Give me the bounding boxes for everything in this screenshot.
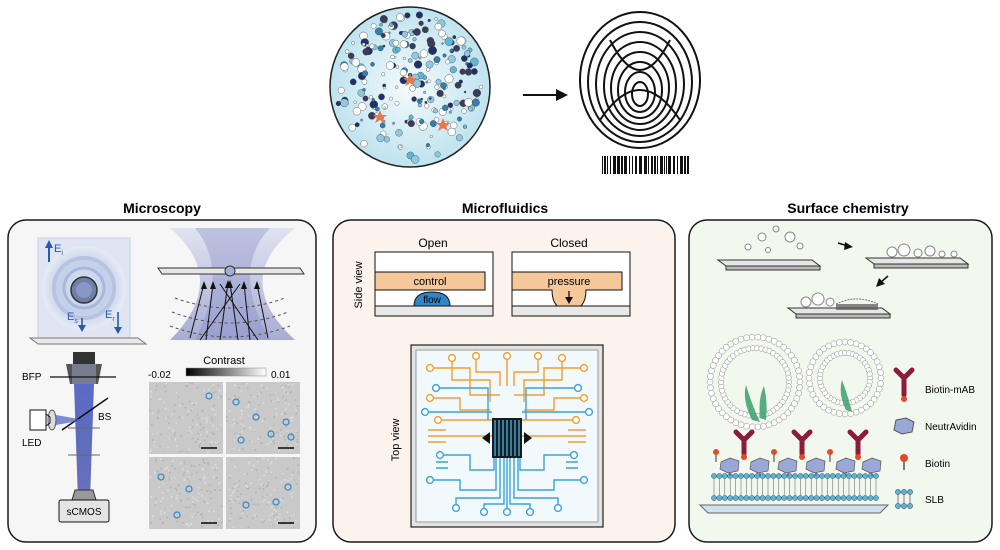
legend-label-neutravidin: NeutrAvidin xyxy=(925,422,977,433)
reference-field-label: Er xyxy=(105,309,115,323)
surface-proteins xyxy=(713,429,882,476)
contrast-min-label: -0.02 xyxy=(148,370,171,381)
flow-label: flow xyxy=(423,295,442,306)
legend-slb: SLB xyxy=(895,489,944,509)
legend-label-biotin-mab: Biotin-mAB xyxy=(925,385,975,396)
closed-label: Closed xyxy=(550,236,587,250)
arrow-to-fingerprint xyxy=(523,89,568,101)
legend-biotin: Biotin xyxy=(900,454,950,470)
microfluidics-title: Microfluidics xyxy=(462,200,549,216)
supported-lipid-bilayer xyxy=(698,473,890,514)
led-label: LED xyxy=(22,438,41,449)
pressure-label: pressure xyxy=(548,276,591,288)
illumination-cone xyxy=(157,228,305,341)
microscopy-title: Microscopy xyxy=(123,200,201,216)
microscopy-image-grid xyxy=(149,382,300,529)
scattered-field-label: Es xyxy=(67,311,78,325)
vesicle-bilayer-illustration xyxy=(698,333,890,514)
surface-chemistry-legend: Biotin-mAB NeutrAvidin Biotin SLB xyxy=(893,367,977,509)
incident-field-label: Ei xyxy=(54,243,63,257)
vesicle-deposition-sequence xyxy=(716,225,970,319)
contrast-max-label: 0.01 xyxy=(271,370,291,381)
fingerprint-icon xyxy=(579,11,701,149)
scattering-illustration: Ei Es Er xyxy=(28,237,148,345)
microscope-setup: BFP BS LED sCMOS xyxy=(22,352,116,523)
legend-biotin-mab: Biotin-mAB xyxy=(893,367,975,402)
contrast-colorbar: Contrast -0.02 0.01 xyxy=(148,355,291,381)
sample-circle xyxy=(329,6,491,168)
surface-chemistry-title: Surface chemistry xyxy=(787,200,909,216)
top-view-label: Top view xyxy=(390,419,402,462)
vesicle-large xyxy=(706,333,804,431)
open-label: Open xyxy=(418,236,447,250)
star-markers xyxy=(373,73,450,131)
chip-ports xyxy=(420,351,594,517)
chip-top-view xyxy=(410,344,604,528)
bs-label: BS xyxy=(98,412,112,423)
legend-label-slb: SLB xyxy=(925,495,944,506)
barcode-icon xyxy=(602,156,689,174)
camera-label: sCMOS xyxy=(67,507,102,518)
legend-neutravidin: NeutrAvidin xyxy=(893,417,977,435)
valve-closed-diagram: Closed pressure xyxy=(511,236,631,317)
control-label: control xyxy=(413,276,446,288)
legend-label-biotin: Biotin xyxy=(925,459,950,470)
valve-open-diagram: Open control flow xyxy=(374,236,494,317)
bfp-label: BFP xyxy=(22,372,42,383)
particle-cloud xyxy=(335,11,484,164)
contrast-title: Contrast xyxy=(203,355,245,367)
side-view-label: Side view xyxy=(353,261,365,308)
